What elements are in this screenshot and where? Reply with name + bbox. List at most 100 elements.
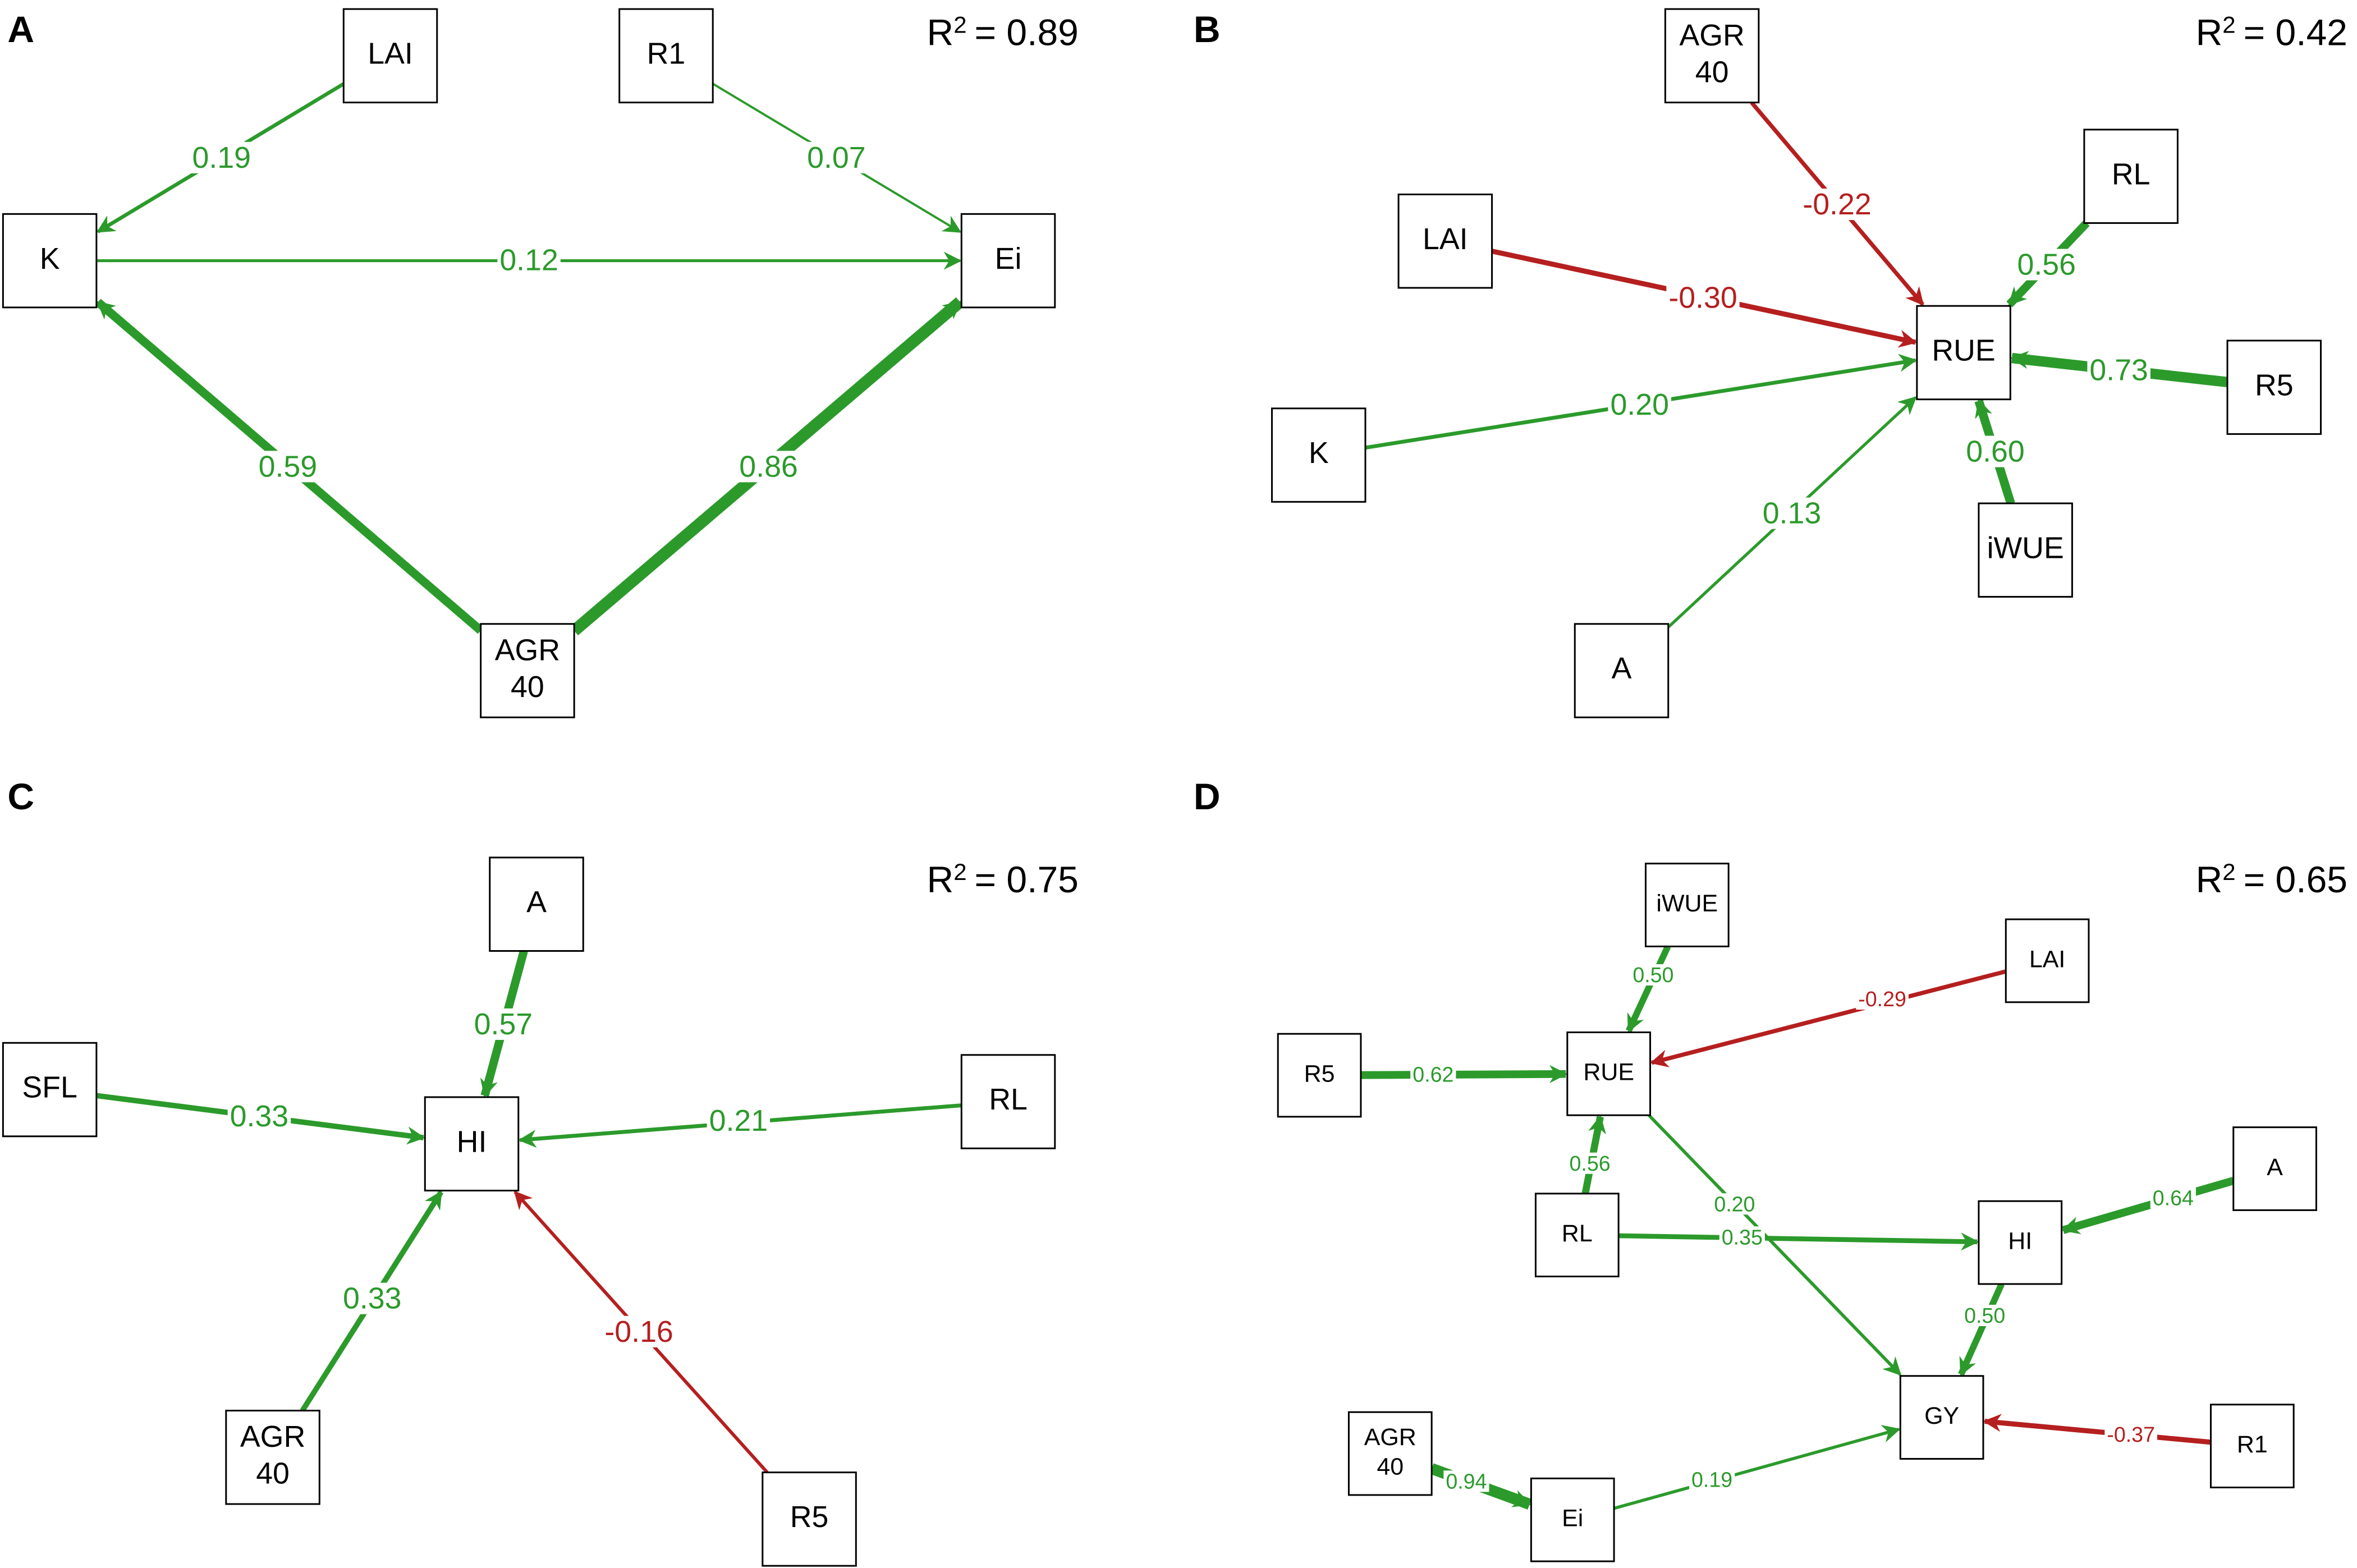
path-arrow-lai-to-rue — [1650, 969, 2007, 1067]
node-label: R5 — [2255, 368, 2294, 402]
r-squared-label: R2= 0.65 — [2196, 859, 2347, 900]
node-agr40: AGR 40 — [1347, 1411, 1433, 1496]
node-box — [489, 856, 584, 952]
node-box — [1978, 1200, 2063, 1285]
node-label: RL — [2112, 157, 2150, 191]
node-r5: R5 — [1277, 1033, 1362, 1118]
path-coefficient-label: 0.50 — [1633, 963, 1673, 987]
r-squared-label: R2= 0.42 — [2196, 12, 2347, 53]
node-label: AGR — [495, 633, 560, 667]
path-coefficient-label: -0.37 — [2107, 1423, 2155, 1446]
path-coefficient-label: 0.60 — [1966, 434, 2025, 468]
panel-letter: C — [7, 776, 34, 817]
path-arrow-iwue-to-rue — [1625, 945, 1671, 1033]
node-label: LAI — [1423, 222, 1468, 256]
node-box — [762, 1471, 857, 1567]
label-background — [1962, 1304, 2008, 1326]
node-label: 40 — [1377, 1454, 1404, 1480]
node-a: A — [1574, 623, 1670, 718]
panel-letter: D — [1194, 776, 1221, 817]
r-squared-exponent: 2 — [2222, 859, 2235, 885]
node-box — [1916, 305, 2011, 401]
node-rl: RL — [2083, 129, 2179, 224]
node-label: AGR — [1364, 1424, 1416, 1451]
label-background — [1719, 1226, 1765, 1248]
path-coefficient-label: 0.86 — [739, 450, 798, 483]
label-background — [1760, 497, 1824, 529]
label-background — [805, 141, 868, 173]
node-box — [1574, 623, 1670, 718]
label-background — [341, 1282, 404, 1314]
node-label: HI — [2008, 1227, 2032, 1254]
node-label: LAI — [2029, 946, 2065, 973]
node-box — [1566, 1031, 1652, 1116]
node-r1: R1 — [2209, 1404, 2295, 1488]
r-squared-label: R2= 0.75 — [927, 859, 1079, 900]
path-coefficient-label: 0.20 — [1610, 388, 1669, 421]
path-arrow-ei-to-gy — [1613, 1425, 1901, 1510]
node-r1: R1 — [618, 8, 714, 104]
node-box — [342, 8, 438, 104]
path-coefficient-label: 0.73 — [2089, 353, 2148, 387]
label-background — [256, 451, 320, 483]
node-label: A — [526, 885, 547, 919]
label-background — [1567, 1152, 1613, 1174]
r-squared-exponent: 2 — [953, 12, 966, 38]
node-label: A — [1612, 652, 1632, 685]
path-coefficient-label: 0.56 — [1570, 1152, 1611, 1175]
label-background — [2087, 354, 2150, 386]
node-box — [2083, 129, 2179, 224]
path-arrow-rl-to-hi — [1618, 1232, 1979, 1251]
path-arrow-a-to-hi — [2061, 1177, 2235, 1235]
path-arrow-r5-to-rue — [1360, 1065, 1568, 1084]
node-label: R1 — [647, 37, 686, 71]
node-label: 40 — [511, 670, 544, 704]
panel-d: DR2= 0.650.50-0.290.620.560.200.350.640.… — [1194, 776, 2347, 1562]
label-background — [1630, 964, 1676, 986]
path-coefficient-label: 0.33 — [230, 1099, 289, 1133]
node-iwue: iWUE — [1644, 863, 1730, 947]
path-coefficient-label: 0.20 — [1714, 1192, 1755, 1216]
node-gy: GY — [1899, 1375, 1984, 1460]
node-sfl: SFL — [2, 1042, 98, 1138]
node-rl: RL — [960, 1054, 1056, 1149]
node-a: A — [2232, 1126, 2317, 1211]
node-box — [2232, 1126, 2317, 1211]
label-background — [1964, 435, 2027, 467]
label-background — [190, 141, 254, 173]
path-coefficient-label: 0.56 — [2017, 248, 2076, 282]
label-background — [471, 1008, 535, 1040]
label-background — [497, 244, 561, 276]
node-k: K — [1271, 407, 1366, 503]
r-squared-symbol: R — [927, 12, 954, 53]
r-squared-symbol: R — [2196, 12, 2223, 53]
node-lai: LAI — [342, 8, 438, 104]
node-iwue: iWUE — [1978, 502, 2073, 598]
label-background — [707, 1104, 771, 1136]
r-squared-symbol: R — [2196, 859, 2223, 900]
node-box — [1664, 8, 1760, 104]
path-coefficient-label: 0.12 — [499, 243, 558, 277]
node-r5: R5 — [2226, 340, 2322, 435]
node-box — [1899, 1375, 1984, 1460]
node-r5: R5 — [762, 1471, 857, 1567]
node-box — [2209, 1404, 2295, 1488]
path-coefficient-label: 0.19 — [1691, 1468, 1732, 1492]
label-background — [1856, 988, 1909, 1010]
path-arrow-rue-to-gy — [1648, 1114, 1902, 1376]
node-label: SFL — [22, 1071, 77, 1104]
node-box — [1534, 1193, 1620, 1278]
node-a: A — [489, 856, 584, 952]
node-box — [1397, 193, 1493, 289]
label-background — [2104, 1424, 2157, 1446]
label-background — [1689, 1469, 1735, 1491]
node-rue: RUE — [1566, 1031, 1652, 1116]
label-background — [227, 1100, 291, 1132]
